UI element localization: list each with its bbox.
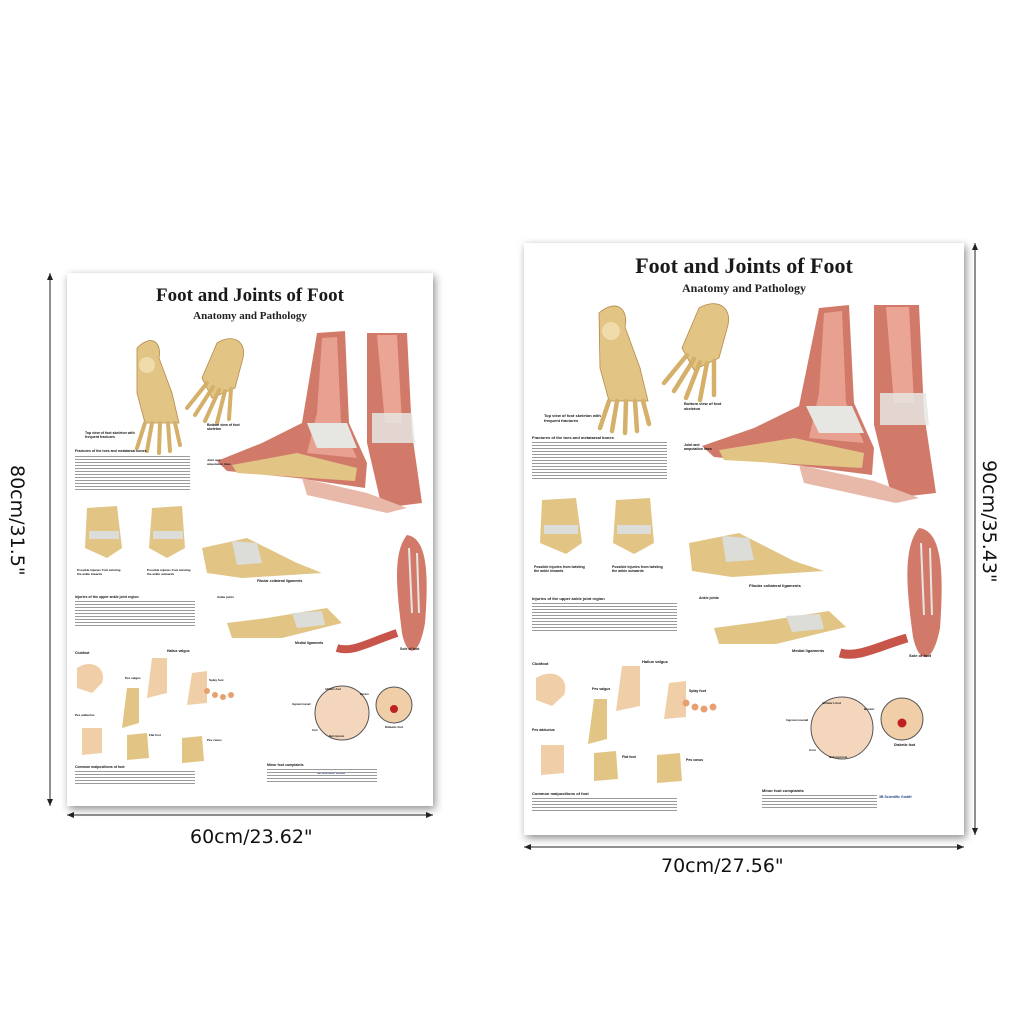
- text-block-minor: [762, 795, 877, 810]
- minor-complaints-illustrations: [810, 696, 924, 760]
- text-block-fractures: [75, 456, 190, 492]
- poster-title: Foot and Joints of Foot: [156, 285, 344, 306]
- text-block-upper-ankle: [532, 603, 677, 633]
- caption-ingrown: Ingrown toenail: [292, 703, 311, 706]
- medial-ligaments-illustration: [714, 611, 846, 644]
- caption-joint-lines: Joint and amputation lines: [207, 458, 231, 466]
- caption-fractures: Fractures of the toes and metatarsal bon…: [532, 435, 614, 440]
- poster-small: Foot and Joints of Foot Anatomy and Path…: [67, 273, 433, 806]
- anatomy-illustrations: [77, 331, 427, 763]
- caption-ankle-joints: Ankle joints: [699, 596, 719, 600]
- sole-of-foot-illustration: [838, 528, 942, 659]
- caption-ankle-joints: Ankle joints: [217, 595, 235, 599]
- caption-pes-adductus: Pes adductus: [75, 713, 95, 717]
- caption-diabetic: Diabetic foot: [894, 743, 916, 747]
- medial-ligaments-illustration: [227, 608, 342, 638]
- top-view-skeleton-illustration: [135, 340, 182, 455]
- poster-title: Foot and Joints of Foot: [635, 253, 853, 278]
- text-block-common: [532, 798, 677, 813]
- left-width-label: 60cm/23.62": [190, 826, 313, 848]
- poster-subtitle: Anatomy and Pathology: [193, 310, 307, 322]
- caption-flat-foot: Flat foot: [622, 755, 636, 759]
- caption-common: Common malpositions of foot: [532, 791, 589, 796]
- sole-of-foot-illustration: [335, 535, 427, 654]
- caption-splay-foot: Splay foot: [689, 689, 706, 693]
- caption-pes-cavus: Pes cavus: [686, 758, 704, 762]
- caption-hallux: Hallux valgus: [167, 649, 190, 653]
- caption-corn: Corn: [312, 729, 318, 732]
- caption-injuries-outwards: Possible injuries from twisting the ankl…: [612, 565, 663, 573]
- publisher-name: 3B Scientific GmbH: [317, 771, 345, 775]
- anatomy-illustrations: [536, 303, 942, 783]
- caption-top-view: Top view of foot skeleton with frequent …: [544, 413, 601, 423]
- caption-bunion: Bunion: [360, 693, 369, 696]
- caption-joint-lines: Joint and amputation lines: [684, 443, 712, 451]
- caption-medial: Medial ligaments: [792, 648, 825, 653]
- caption-pes-valgus: Pes valgus: [592, 687, 611, 691]
- caption-injuries-inwards: Possible injuries from twisting the ankl…: [77, 568, 121, 576]
- poster-large: Foot and Joints of Foot Anatomy and Path…: [524, 243, 964, 835]
- right-height-label: 90cm/35.43": [978, 460, 1000, 583]
- caption-pes-cavus: Pes cavus: [207, 738, 222, 742]
- text-block-common: [75, 771, 195, 786]
- caption-top-view: Top view of foot skeleton with frequent …: [85, 431, 135, 439]
- publisher-name: 3B Scientific GmbH: [879, 795, 912, 799]
- minor-complaints-illustrations: [314, 685, 413, 741]
- caption-fractures: Fractures of the toes and metatarsal bon…: [75, 449, 147, 453]
- side-view-foot-muscles-illustration: [702, 305, 936, 503]
- caption-medial: Medial ligaments: [295, 641, 324, 645]
- caption-athletes: Athlete's foot: [325, 688, 341, 691]
- caption-diabetic: Diabetic foot: [385, 725, 404, 729]
- bottom-view-skeleton-illustration: [661, 303, 729, 403]
- caption-upper-ankle: Injuries of the upper ankle joint region: [75, 595, 139, 599]
- caption-pes-adductus: Pes adductus: [532, 728, 555, 732]
- caption-bottom-view: Bottom view of foot skeleton: [684, 401, 722, 411]
- caption-minor: Minor foot complaints: [267, 763, 304, 767]
- caption-corn: Corn: [809, 748, 816, 752]
- caption-fibular: Fibular collateral ligaments: [257, 579, 303, 583]
- caption-pes-valgus: Pes valgus: [125, 676, 141, 680]
- caption-ingrown: Ingrown toenail: [786, 718, 809, 722]
- caption-upper-ankle: Injuries of the upper ankle joint region: [532, 596, 605, 601]
- caption-fibular: Fibular collateral ligaments: [749, 583, 801, 588]
- caption-flat-foot: Flat foot: [149, 733, 161, 737]
- caption-bunion: Bunion: [864, 707, 875, 711]
- caption-nail-mycosis: Nail mycosis: [829, 755, 848, 759]
- caption-clubfoot: Clubfoot: [75, 651, 90, 655]
- caption-common: Common malpositions of foot: [75, 765, 125, 769]
- right-width-label: 70cm/27.56": [661, 855, 784, 877]
- side-view-foot-muscles-illustration: [217, 331, 422, 513]
- text-block-upper-ankle: [75, 601, 195, 628]
- poster-subtitle: Anatomy and Pathology: [681, 281, 806, 295]
- ankle-ligament-illustrations: [85, 506, 322, 578]
- caption-injuries-inwards: Possible injuries from twisting the ankl…: [534, 565, 585, 573]
- left-height-label: 80cm/31.5": [6, 465, 28, 576]
- malposition-illustrations: [77, 658, 234, 763]
- top-view-skeleton-illustration: [597, 305, 652, 436]
- caption-clubfoot: Clubfoot: [532, 661, 549, 666]
- caption-bottom-view: Bottom view of foot skeleton: [207, 423, 240, 431]
- caption-sole: Sole of foot: [400, 647, 420, 651]
- text-block-fractures: [532, 442, 667, 481]
- caption-minor: Minor foot complaints: [762, 788, 804, 793]
- caption-splay-foot: Splay foot: [209, 678, 224, 682]
- caption-athletes: Athlete's foot: [822, 701, 842, 705]
- malposition-illustrations: [536, 666, 717, 783]
- caption-injuries-outwards: Possible injuries from twisting the ankl…: [147, 568, 191, 576]
- caption-sole: Sole of foot: [909, 653, 931, 658]
- caption-nail-mycosis: Nail mycosis: [329, 735, 345, 738]
- bottom-view-skeleton-illustration: [185, 338, 245, 425]
- text-block-minor: [267, 769, 377, 784]
- caption-hallux: Hallux valgus: [642, 659, 668, 664]
- ankle-ligament-illustrations: [540, 498, 824, 577]
